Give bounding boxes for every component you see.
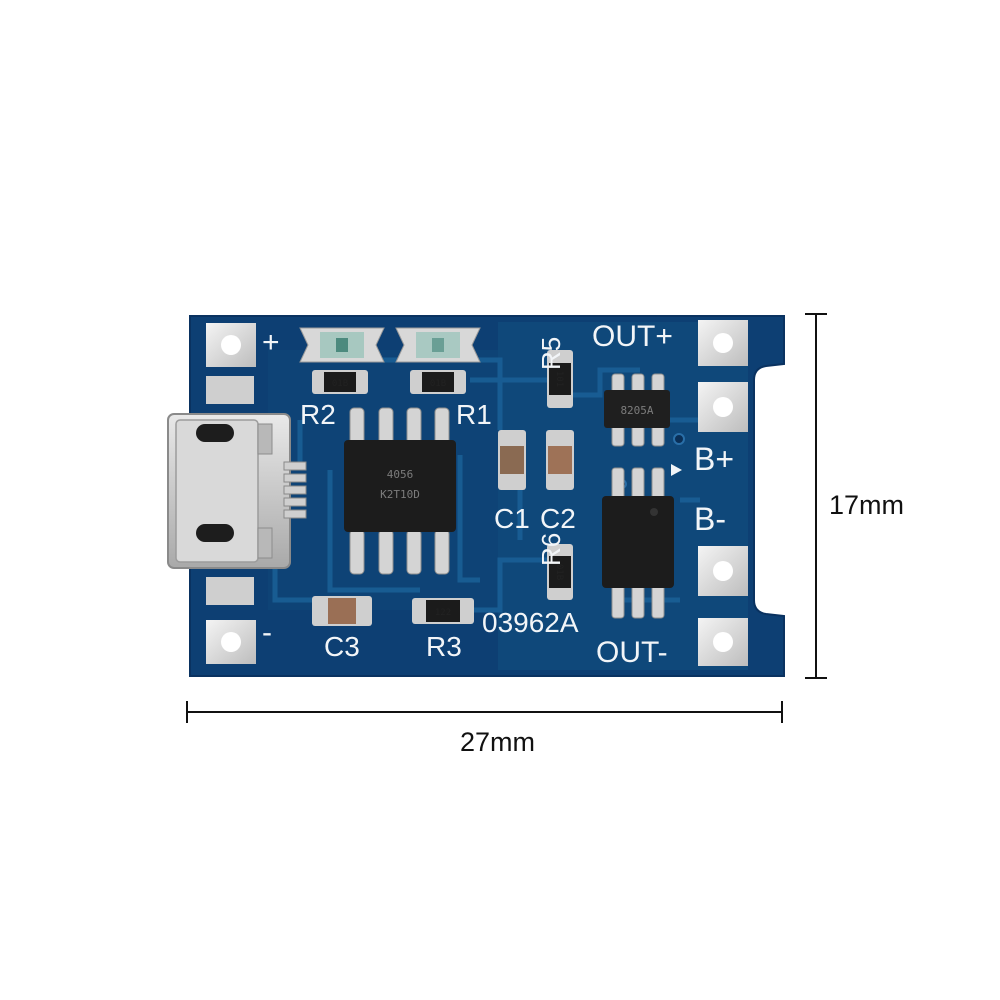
svg-text:4056: 4056 bbox=[387, 468, 414, 481]
capacitor-c1 bbox=[498, 430, 526, 490]
usb-anchor-pad bbox=[206, 577, 254, 605]
protection-ic: 8205A bbox=[604, 373, 670, 447]
svg-text:8205A: 8205A bbox=[620, 404, 653, 417]
capacitor-c2 bbox=[546, 430, 574, 490]
dual-mosfet bbox=[602, 467, 674, 619]
via bbox=[673, 433, 685, 445]
height-dimension-label: 17mm bbox=[829, 490, 905, 520]
svg-text:K2T10D: K2T10D bbox=[380, 488, 420, 501]
board-code: 03962A bbox=[482, 607, 579, 638]
resistor-r2: 01B bbox=[312, 370, 368, 394]
label-in-minus: - bbox=[262, 616, 272, 649]
svg-text:01B: 01B bbox=[430, 379, 446, 389]
label-c2: C2 bbox=[540, 503, 576, 534]
polarity-triangle bbox=[671, 464, 682, 476]
label-c3: C3 bbox=[324, 631, 360, 662]
label-r5: R5 bbox=[536, 337, 566, 370]
resistor-r5: 101 bbox=[547, 350, 573, 408]
label-in-plus: + bbox=[262, 326, 280, 359]
led-2 bbox=[395, 327, 481, 363]
resistor-r3: 122 bbox=[412, 598, 474, 624]
micro-usb-connector bbox=[167, 413, 307, 569]
usb-pins bbox=[283, 461, 307, 519]
svg-text:01B: 01B bbox=[554, 564, 564, 580]
capacitor-c3 bbox=[312, 596, 372, 626]
pads bbox=[206, 320, 748, 666]
silkscreen: + - R2 R1 R5 R6 C1 C2 C3 R3 03962A OUT+ … bbox=[262, 320, 734, 669]
label-out-plus: OUT+ bbox=[592, 320, 673, 353]
resistor-r6: 01B bbox=[547, 544, 573, 600]
usb-anchor-pad bbox=[206, 376, 254, 404]
svg-text:101: 101 bbox=[554, 371, 564, 387]
width-dimension-label: 27mm bbox=[460, 727, 536, 757]
dimension-width bbox=[186, 701, 783, 723]
svg-text:01B: 01B bbox=[332, 379, 348, 389]
label-b-plus: B+ bbox=[694, 441, 734, 477]
led-1 bbox=[299, 327, 385, 363]
resistor-r1: 01B bbox=[410, 370, 466, 394]
label-out-minus: OUT- bbox=[596, 636, 668, 669]
label-r3: R3 bbox=[426, 631, 462, 662]
svg-text:122: 122 bbox=[435, 608, 451, 618]
label-c1: C1 bbox=[494, 503, 530, 534]
charger-ic: 4056 K2T10D bbox=[344, 407, 456, 575]
label-b-minus: B- bbox=[694, 501, 726, 537]
label-r2: R2 bbox=[300, 399, 336, 430]
label-r1: R1 bbox=[456, 399, 492, 430]
label-r6: R6 bbox=[536, 533, 566, 566]
dimension-height bbox=[805, 313, 827, 679]
